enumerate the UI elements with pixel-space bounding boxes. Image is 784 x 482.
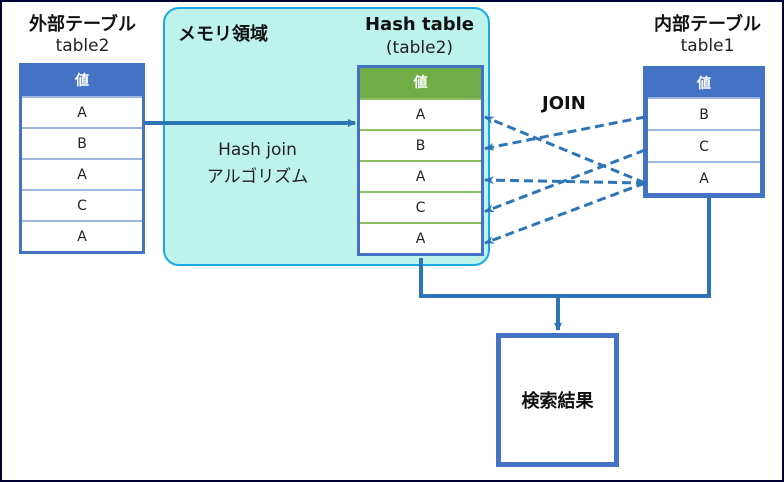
inner-table-subtitle: table1 xyxy=(680,36,735,56)
join-link-arrow xyxy=(484,148,646,213)
hash-table-row: A xyxy=(360,222,481,253)
inner-table-row: C xyxy=(648,129,760,161)
outer-table-row: B xyxy=(22,127,142,158)
hash-table-row: B xyxy=(360,129,481,160)
inner-table-row: B xyxy=(648,97,760,129)
inner-table-row: A xyxy=(648,161,760,193)
hash-table-row: C xyxy=(360,191,481,222)
join-label: JOIN xyxy=(542,93,586,114)
hash-table-row: A xyxy=(360,160,481,191)
outer-table-title: 外部テーブル xyxy=(29,14,136,35)
join-link-arrow xyxy=(484,115,646,151)
search-result-label: 検索結果 xyxy=(521,391,594,412)
hash-to-result-line xyxy=(419,258,558,298)
inner-table-header: 値 xyxy=(697,76,711,92)
hash-table-subtitle: (table2) xyxy=(385,38,454,58)
hash-table-title: Hash table xyxy=(364,14,475,35)
outer-table-row: A xyxy=(22,158,142,189)
memory-area-label: メモリ領域 xyxy=(178,24,268,45)
inner-to-result-line xyxy=(558,198,711,298)
join-link-arrow xyxy=(484,115,646,185)
outer-table-header: 値 xyxy=(75,73,89,89)
outer-table-subtitle: table2 xyxy=(55,36,110,56)
outer-table-row: A xyxy=(22,96,142,127)
join-link-arrow xyxy=(484,181,646,245)
join-link-arrow xyxy=(484,176,646,185)
algorithm-label-line2: アルゴリズム xyxy=(206,167,309,187)
algorithm-label-line1: Hash join xyxy=(218,140,297,160)
search-result-box: 検索結果 xyxy=(496,333,619,467)
hash-table-row: A xyxy=(360,98,481,129)
outer-table-row: C xyxy=(22,189,142,220)
outer-table-row: A xyxy=(22,220,142,251)
inner-table-title: 内部テーブル xyxy=(654,14,761,35)
join-links xyxy=(484,115,646,245)
hash-table-header: 値 xyxy=(360,68,481,98)
